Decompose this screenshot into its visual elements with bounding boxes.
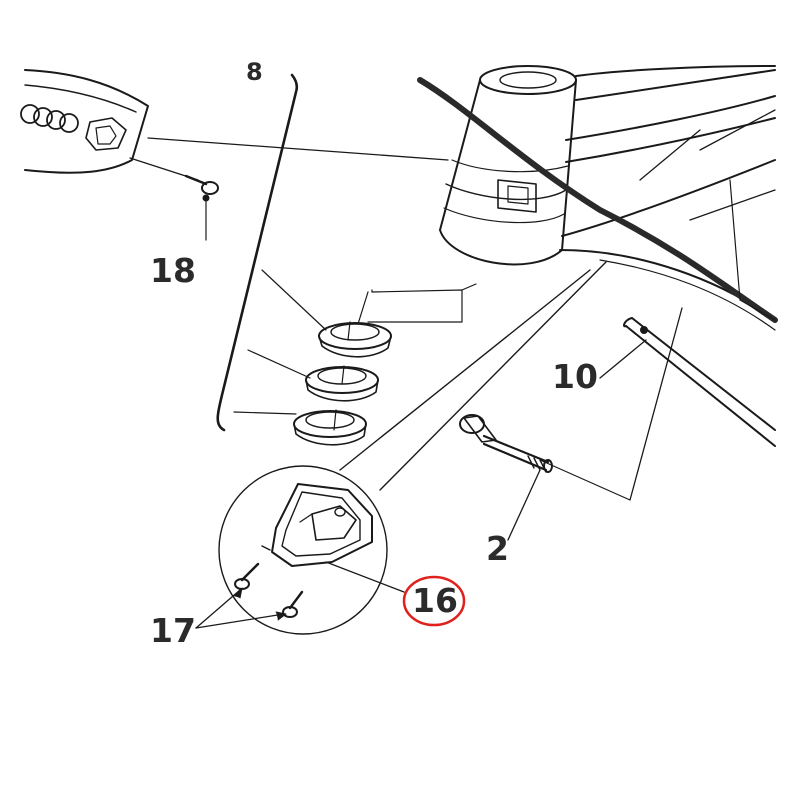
callout-17: 17 (150, 611, 196, 650)
callout-2: 2 (486, 529, 509, 568)
head-tube-part (439, 65, 577, 266)
cover-part-16 (261, 483, 373, 567)
callout-8: 8 (246, 58, 263, 86)
screw-part-18 (129, 157, 219, 241)
bolt-part-2 (459, 414, 631, 501)
frame-tubes (417, 65, 778, 331)
strip-part-10 (623, 317, 776, 447)
screw-part-17-left (234, 562, 260, 590)
highlight-circle (402, 575, 466, 627)
four-rings-logo-icon (20, 104, 79, 133)
bearing-ring-upper (318, 322, 392, 358)
trim-panel-part (24, 69, 149, 174)
bearing-ring-lower (293, 410, 367, 446)
callout-18: 18 (150, 251, 196, 290)
detail-magnifier-circle (218, 465, 388, 635)
bracket-frame-8 (216, 73, 299, 432)
screw-part-17-right (282, 590, 304, 618)
callout-16: 16 (412, 581, 458, 620)
callout-10: 10 (552, 357, 598, 396)
